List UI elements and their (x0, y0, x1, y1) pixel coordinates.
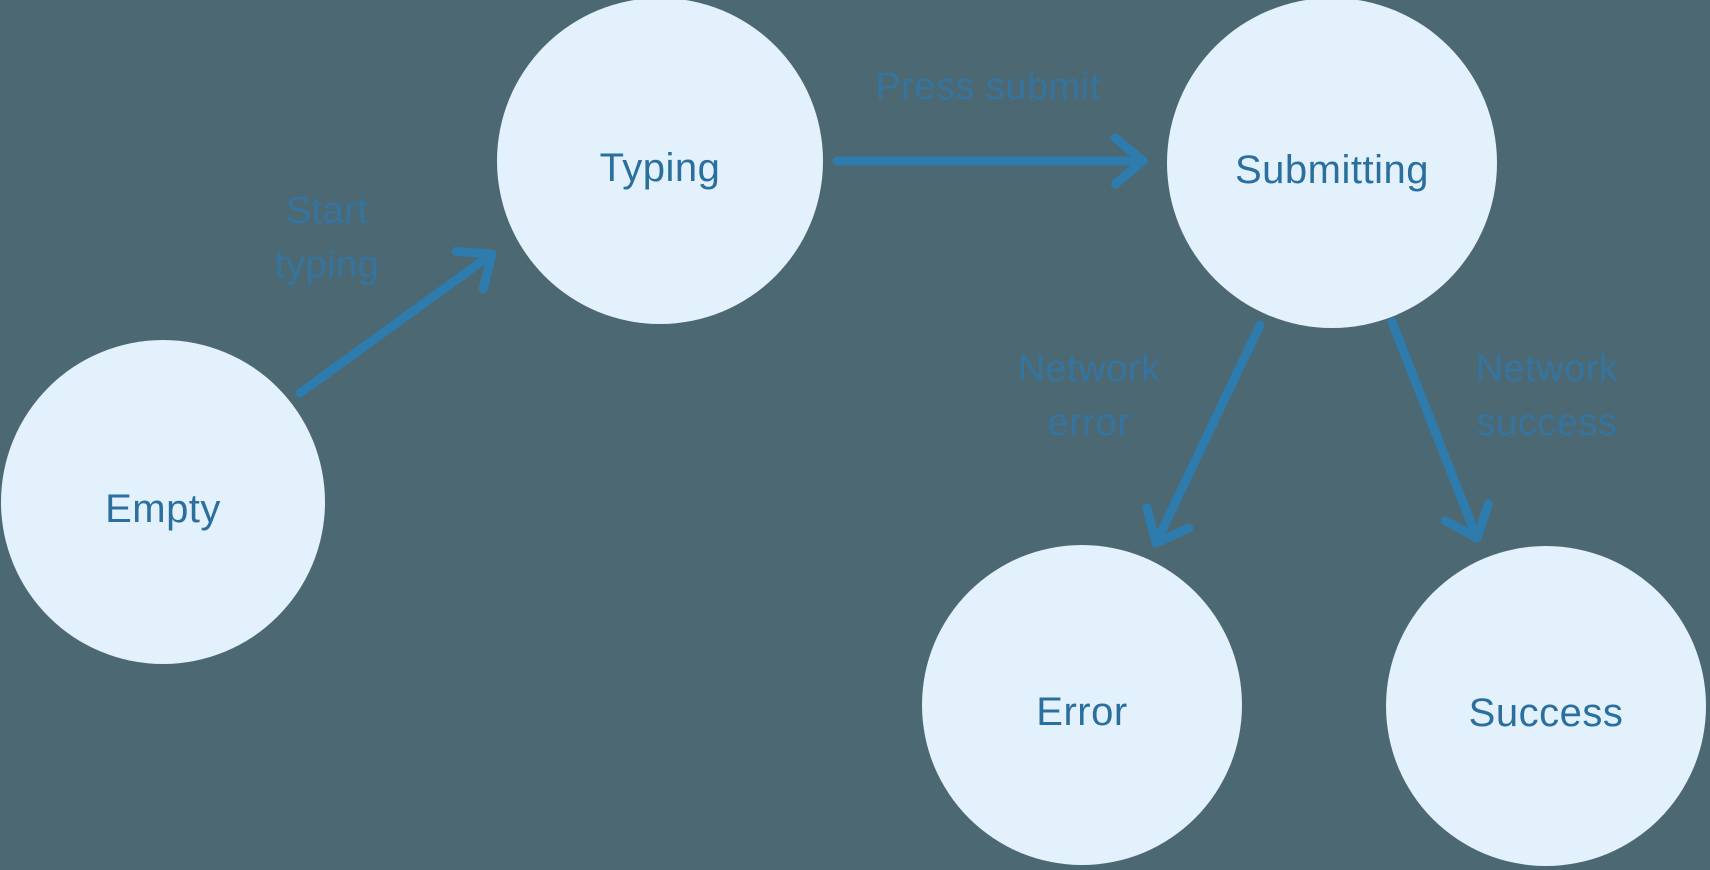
state-node-typing: Typing (497, 0, 823, 324)
state-label-error: Error (1036, 689, 1128, 734)
edge-label-network-success: Network success (1475, 348, 1619, 444)
edge-label-press-submit: Press submit (875, 66, 1101, 108)
transition-arrow-start-typing (295, 246, 497, 398)
state-label-empty: Empty (105, 486, 221, 531)
state-label-submitting: Submitting (1235, 147, 1429, 192)
edge-label-network-error: Network error (1017, 348, 1161, 444)
edge-label-start-typing: Start typing (274, 190, 380, 286)
state-label-typing: Typing (599, 145, 721, 190)
transition-arrow-network-success (1387, 317, 1493, 543)
state-label-success: Success (1468, 690, 1624, 735)
transition-arrow-press-submit (832, 133, 1148, 189)
transition-arrow-network-error (1142, 320, 1265, 548)
state-node-empty: Empty (1, 340, 325, 664)
state-node-submitting: Submitting (1167, 0, 1497, 328)
state-node-error: Error (922, 545, 1242, 865)
state-node-success: Success (1386, 546, 1706, 866)
